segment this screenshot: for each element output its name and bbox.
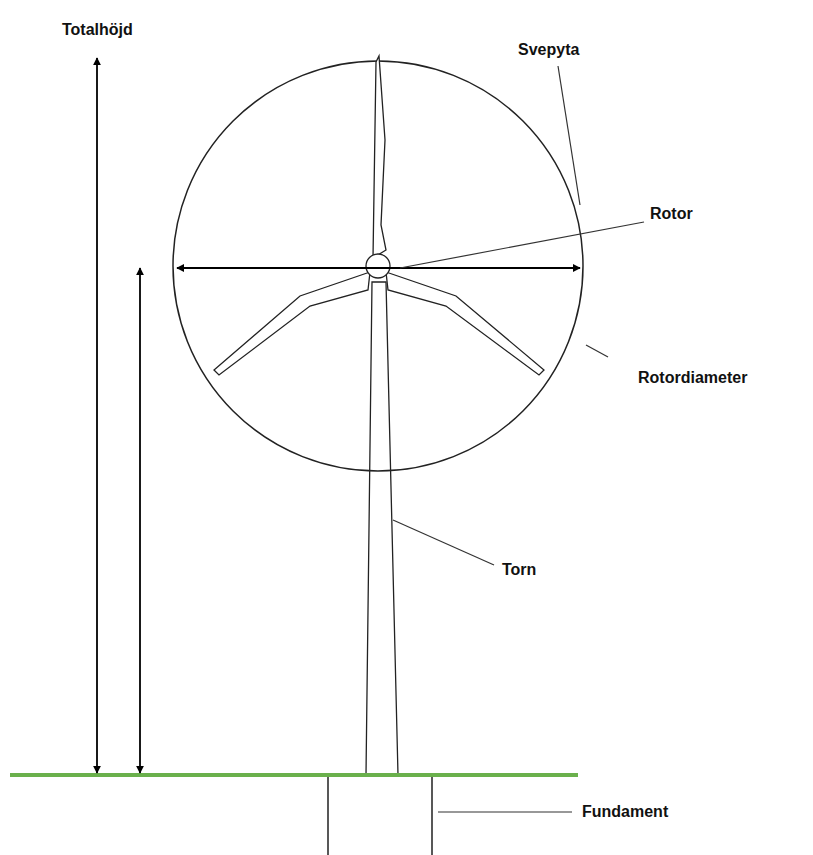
diameter-arrow (177, 267, 580, 269)
blade (373, 56, 386, 258)
part-label: Torn (502, 560, 536, 579)
part-label: Svepyta (518, 40, 579, 59)
blade (214, 272, 370, 375)
part-label: Fundament (582, 802, 668, 821)
leader-line (400, 222, 644, 268)
height-arrow (96, 58, 98, 773)
part-label: Rotordiameter (638, 368, 747, 387)
part-label: Totalhöjd (62, 20, 133, 39)
leader-line (438, 811, 572, 812)
blade (386, 272, 544, 375)
leader-line (586, 345, 608, 357)
hub (366, 254, 390, 278)
foundation (328, 775, 432, 855)
hub-height-arrow (139, 268, 141, 773)
part-label: Rotor (650, 204, 693, 223)
ground-line (10, 773, 578, 777)
leader-line (393, 520, 494, 565)
leader-line (558, 66, 580, 205)
tower (366, 282, 398, 775)
